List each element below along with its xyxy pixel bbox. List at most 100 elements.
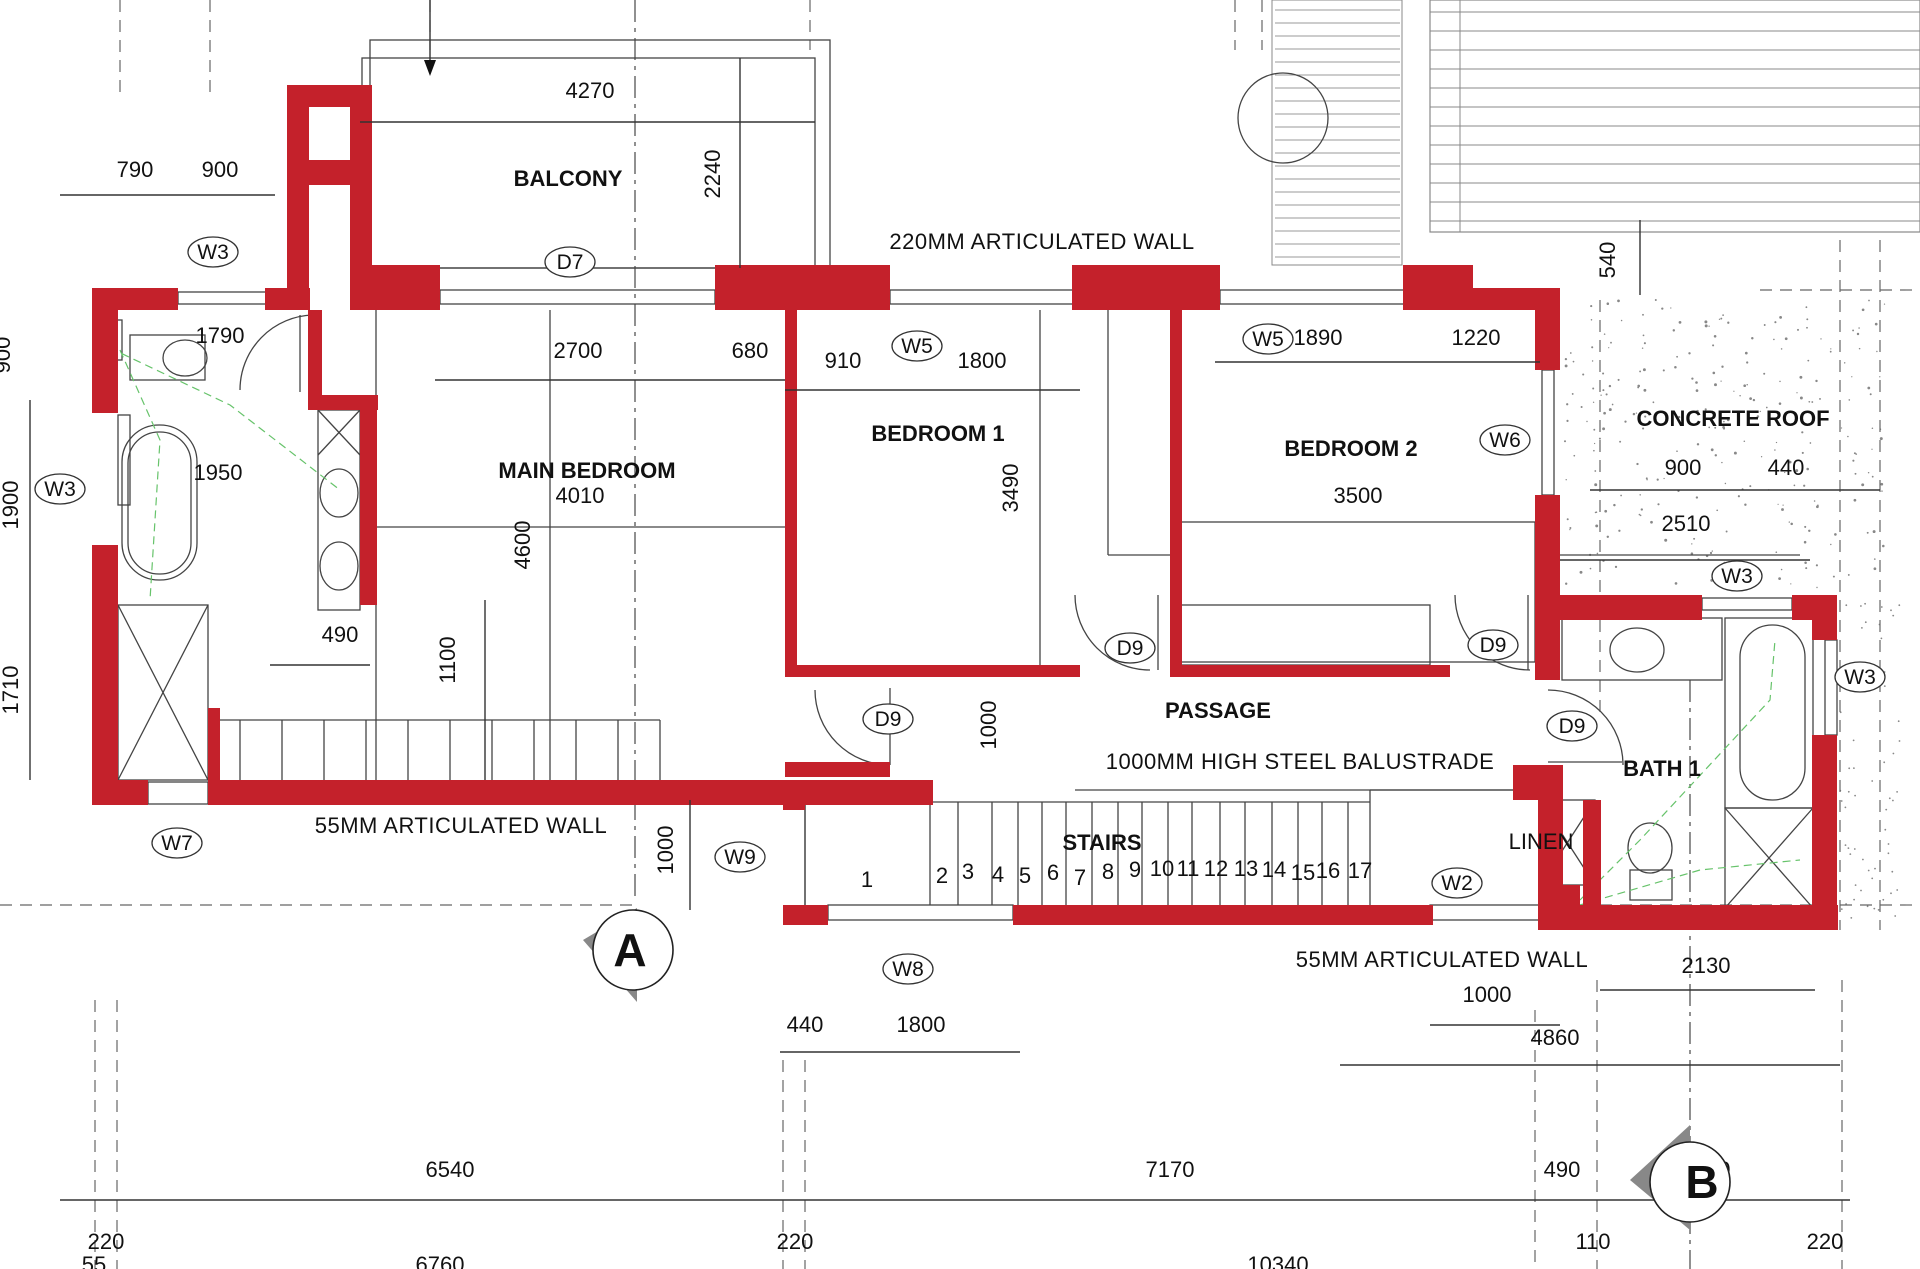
tag-d9-bath: D9 [1546, 710, 1598, 742]
dim-d4270: 4270 [566, 78, 615, 103]
dim-d220a: 220 [88, 1229, 125, 1254]
stair-step-8: 8 [1102, 859, 1114, 884]
svg-text:W9: W9 [724, 846, 756, 869]
stair-step-12: 12 [1204, 856, 1228, 881]
dim-d1000a: 1000 [976, 701, 1001, 750]
stair-step-17: 17 [1348, 858, 1372, 883]
note-220mm-wall: 220MM ARTICULATED WALL [889, 229, 1194, 254]
tag-w5-bed2: W5 [1242, 323, 1294, 355]
tag-w5-bed1: W5 [891, 330, 943, 362]
stair-step-7: 7 [1074, 865, 1086, 890]
dimension-lines [29, 58, 1880, 1201]
dim-d220b: 220 [777, 1229, 814, 1254]
dim-d900-cut: 900 [0, 337, 15, 374]
stair-step-3: 3 [962, 859, 974, 884]
stair-step-1: 1 [861, 867, 873, 892]
room-bedroom-1: BEDROOM 1 [871, 421, 1004, 446]
walls [92, 85, 1838, 930]
dim-d540: 540 [1595, 242, 1620, 279]
dim-d790: 790 [117, 157, 154, 182]
room-labels: BALCONY MAIN BEDROOM BEDROOM 1 BEDROOM 2… [498, 166, 1829, 855]
balcony-outline [361, 0, 831, 269]
room-stairs: STAIRS [1062, 830, 1141, 855]
svg-text:W3: W3 [197, 241, 229, 264]
tag-w9: W9 [714, 841, 766, 873]
dim-d3490: 3490 [998, 464, 1023, 513]
svg-text:W8: W8 [892, 958, 924, 981]
dim-d4010: 4010 [556, 483, 605, 508]
dim-d6760: 6760 [416, 1252, 465, 1269]
section-marker-b: B [1630, 1125, 1731, 1230]
stair-step-11: 11 [1177, 856, 1200, 881]
section-label-a: A [613, 924, 646, 976]
stair-step-13: 13 [1234, 856, 1258, 881]
dim-d440b: 440 [787, 1012, 824, 1037]
tag-d9-main: D9 [862, 703, 914, 735]
stair-step-4: 4 [992, 862, 1004, 887]
tag-w6: W6 [1479, 424, 1531, 456]
service-lines [109, 347, 1801, 906]
dim-d2240: 2240 [700, 150, 725, 199]
door-swings [239, 314, 1624, 766]
dim-d220c: 220 [1807, 1229, 1844, 1254]
dim-d55: 55 [82, 1252, 106, 1269]
dim-d490b: 490 [1544, 1157, 1581, 1182]
room-passage: PASSAGE [1165, 698, 1271, 723]
stair-step-14: 14 [1262, 857, 1286, 882]
stair-step-6: 6 [1047, 860, 1059, 885]
note-labels: 220MM ARTICULATED WALL 55MM ARTICULATED … [315, 229, 1588, 972]
tag-d7: D7 [544, 246, 596, 278]
dim-d1950: 1950 [194, 460, 243, 485]
dim-d1220: 1220 [1452, 325, 1501, 350]
dim-d680: 680 [732, 338, 769, 363]
dim-d10340: 10340 [1247, 1252, 1308, 1269]
note-55mm-wall-left: 55MM ARTICULATED WALL [315, 813, 608, 838]
dim-d1000c: 1000 [1463, 982, 1512, 1007]
tag-w8: W8 [882, 953, 934, 985]
svg-text:D9: D9 [1559, 715, 1586, 738]
dim-d3500: 3500 [1334, 483, 1383, 508]
dim-d2510: 2510 [1662, 511, 1711, 536]
dim-d110: 110 [1575, 1229, 1610, 1254]
tag-w2: W2 [1431, 867, 1483, 899]
dim-d900b: 900 [1665, 455, 1702, 480]
section-label-b: B [1685, 1156, 1718, 1208]
dim-d2700: 2700 [554, 338, 603, 363]
dim-d490a: 490 [322, 622, 359, 647]
dim-d1890: 1890 [1294, 325, 1343, 350]
stair-step-2: 2 [936, 863, 948, 888]
svg-text:W5: W5 [1252, 328, 1284, 351]
dim-d1800a: 1800 [958, 348, 1007, 373]
svg-text:D7: D7 [557, 251, 584, 274]
dim-d2130: 2130 [1682, 953, 1731, 978]
svg-text:W2: W2 [1441, 872, 1473, 895]
svg-text:D9: D9 [875, 708, 902, 731]
dim-d4860: 4860 [1531, 1025, 1580, 1050]
tag-w7: W7 [151, 827, 203, 859]
dim-d910: 910 [825, 348, 862, 373]
stair-step-10: 10 [1150, 856, 1174, 881]
dim-d1790: 1790 [196, 323, 245, 348]
svg-text:D9: D9 [1117, 637, 1144, 660]
concrete-roof-hatch [1563, 298, 1901, 919]
stair-step-16: 16 [1316, 858, 1340, 883]
svg-text:W7: W7 [161, 832, 193, 855]
tag-d9-bed1: D9 [1104, 632, 1156, 664]
tag-w3-right: W3 [1834, 661, 1886, 693]
dim-d1100: 1100 [435, 636, 460, 683]
stair-step-5: 5 [1019, 863, 1031, 888]
tree-circle [1237, 72, 1329, 164]
tag-w3-left: W3 [34, 473, 86, 505]
dim-d1000b: 1000 [653, 826, 678, 875]
tag-w3-bath: W3 [1711, 560, 1763, 592]
dim-d4600: 4600 [510, 521, 535, 570]
svg-text:W5: W5 [901, 335, 933, 358]
svg-text:W6: W6 [1489, 429, 1521, 452]
stair-step-9: 9 [1129, 857, 1141, 882]
dim-d7170: 7170 [1146, 1157, 1195, 1182]
room-linen: LINEN [1509, 829, 1574, 854]
